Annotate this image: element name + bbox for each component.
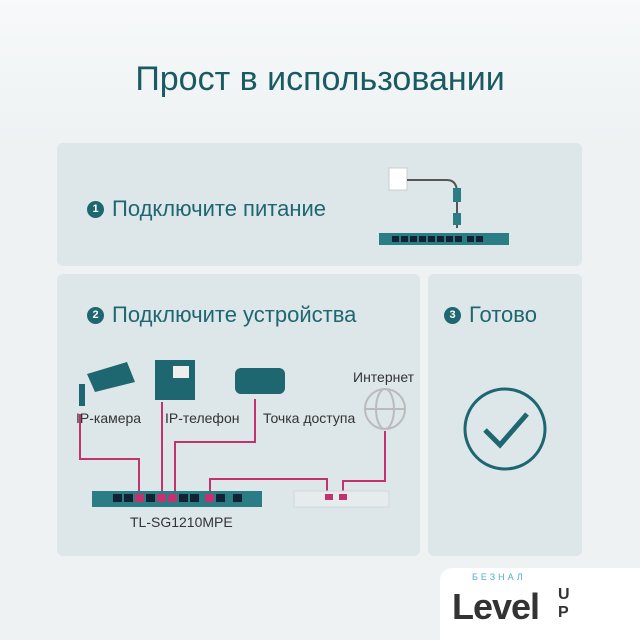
step-3-panel: 3 Готово [428,274,582,556]
camera-label: IP-камера [76,410,142,426]
step-2-panel: 2 Подключите устройства IP-камера IP-тел… [57,274,420,556]
step-1-panel: 1 Подключите питание [57,143,582,266]
cables [79,399,386,492]
logo-up-text: UP [558,586,570,621]
background-keyboard [0,0,640,140]
logo-main-text: Level [452,586,540,627]
step-2: 2 Подключите устройства [87,302,356,328]
internet-label: Интернет [353,369,415,385]
step-number: 2 [87,306,104,324]
step-number: 3 [444,306,461,324]
ap-label: Точка доступа [263,410,356,426]
network-diagram [79,360,406,508]
switch-model-label: TL-SG1210MPE [130,514,233,530]
phone-label: IP-телефон [165,410,240,426]
camera-icon [79,362,135,406]
logo-small-text: БЕЗНАЛ [472,572,526,582]
step-1: 1 Подключите питание [87,196,326,222]
checkmark-icon [463,387,547,471]
levelup-logo: БЕЗНАЛ Level UP [440,568,640,640]
globe-icon [364,388,406,430]
phone-icon [155,360,195,400]
step-label: Подключите питание [112,196,326,221]
step-label: Подключите устройства [112,302,357,327]
step-label: Готово [469,302,537,327]
page-title: Прост в использовании [135,60,505,98]
step-3: 3 Готово [444,302,537,328]
step-number: 1 [87,200,104,218]
access-point-icon [235,368,285,394]
power-switch-icon [379,167,509,245]
